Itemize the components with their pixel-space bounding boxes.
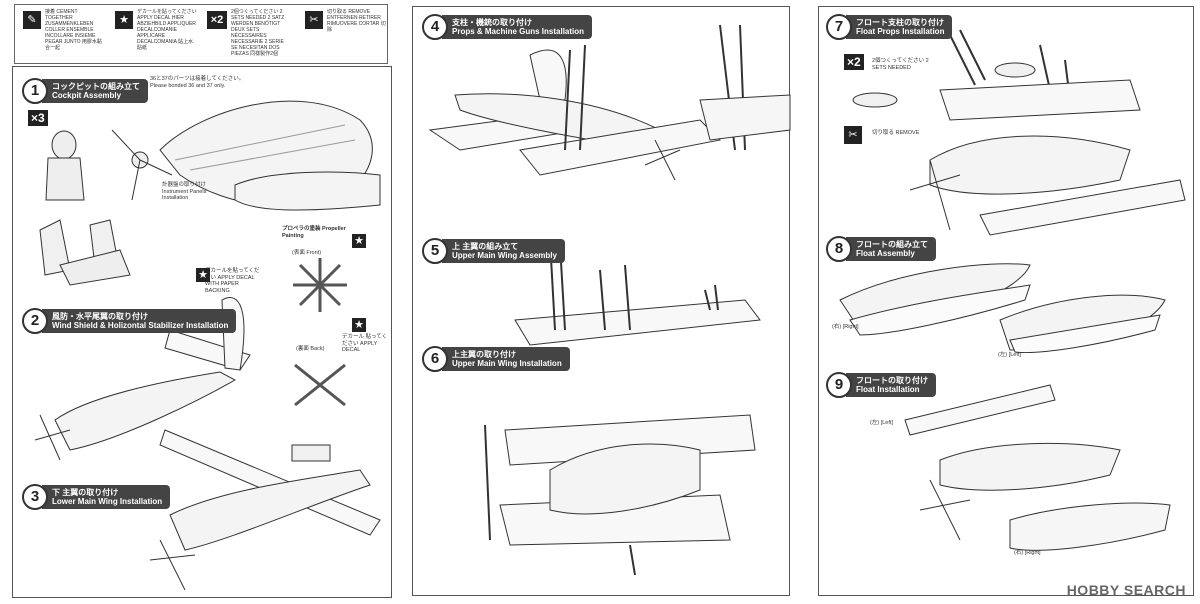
float-x2-note: 2個つくってください 2 SETS NEEDED (872, 58, 929, 71)
back-label: (裏面 Back) (296, 346, 325, 352)
float-remove-note: 切り取る REMOVE (872, 130, 920, 136)
hobby-search-watermark: HOBBY SEARCH (1066, 582, 1186, 598)
step-number: 2 (22, 308, 48, 334)
step-number: 4 (422, 14, 448, 40)
cement-icon: ✎ (23, 11, 41, 29)
star-decal-icon: ★ (196, 268, 210, 282)
step-number: 9 (826, 372, 852, 398)
legend-sets-text: 2個つくってください 2 SETS NEEDED 2 SATZ WERDEN B… (231, 9, 285, 57)
left-label: (左) [Left] (998, 352, 1021, 358)
step-number: 7 (826, 14, 852, 40)
legend-cement-text: 接着 CEMENT TOGETHER ZUSAMMENKLEBEN COLLER… (45, 9, 102, 51)
star-decal-icon: ★ (115, 11, 133, 29)
symbol-legend: ✎ 接着 CEMENT TOGETHER ZUSAMMENKLEBEN COLL… (14, 4, 388, 64)
apply-decal-note: デカール 貼ってください APPLY DECAL (342, 334, 388, 353)
x2-icon: ×2 (207, 11, 227, 29)
assembly-drawings-left (34, 100, 381, 591)
instrument-note: 計器盤の取り付け Instrument Panels Installation (162, 182, 207, 201)
right-label: (右) [Right] (1014, 550, 1041, 556)
instruction-sheet-left: ✎ 接着 CEMENT TOGETHER ZUSAMMENKLEBEN COLL… (0, 0, 400, 604)
step-number: 8 (826, 236, 852, 262)
propeller-note: プロペラの塗装 Propeller Painting (282, 226, 346, 239)
legend-decal-text: デカールを貼ってください APPLY DECAL HIER ABZIEHBILD… (137, 9, 197, 51)
star-decal-icon: ★ (352, 234, 366, 248)
step-number: 5 (422, 238, 448, 264)
step-number: 6 (422, 346, 448, 372)
remove-icon: ✂ (305, 11, 323, 29)
paper-backing-note: デカールを貼ってください APPLY DECAL WITH PAPER BACK… (205, 268, 260, 294)
x3-badge: ×3 (28, 110, 48, 126)
front-label: (表面 Front) (292, 250, 322, 256)
left-label: (左) [Left] (870, 420, 893, 426)
right-label: (右) [Right] (832, 324, 859, 330)
remove-icon: ✂ (844, 126, 862, 144)
bonded-note: 36と37のパーツは接着してください。Please bonded 36 and … (150, 76, 245, 89)
x2-badge: ×2 (844, 54, 864, 70)
assembly-drawings-middle (428, 24, 791, 576)
legend-remove-text: 切り取る REMOVE ENTFERNEN RETIRER RIMUOVERE … (327, 9, 386, 33)
step-number: 1 (22, 78, 48, 104)
star-decal-icon: ★ (352, 318, 366, 332)
step-number: 3 (22, 484, 48, 510)
assembly-drawings-right (839, 29, 1186, 551)
